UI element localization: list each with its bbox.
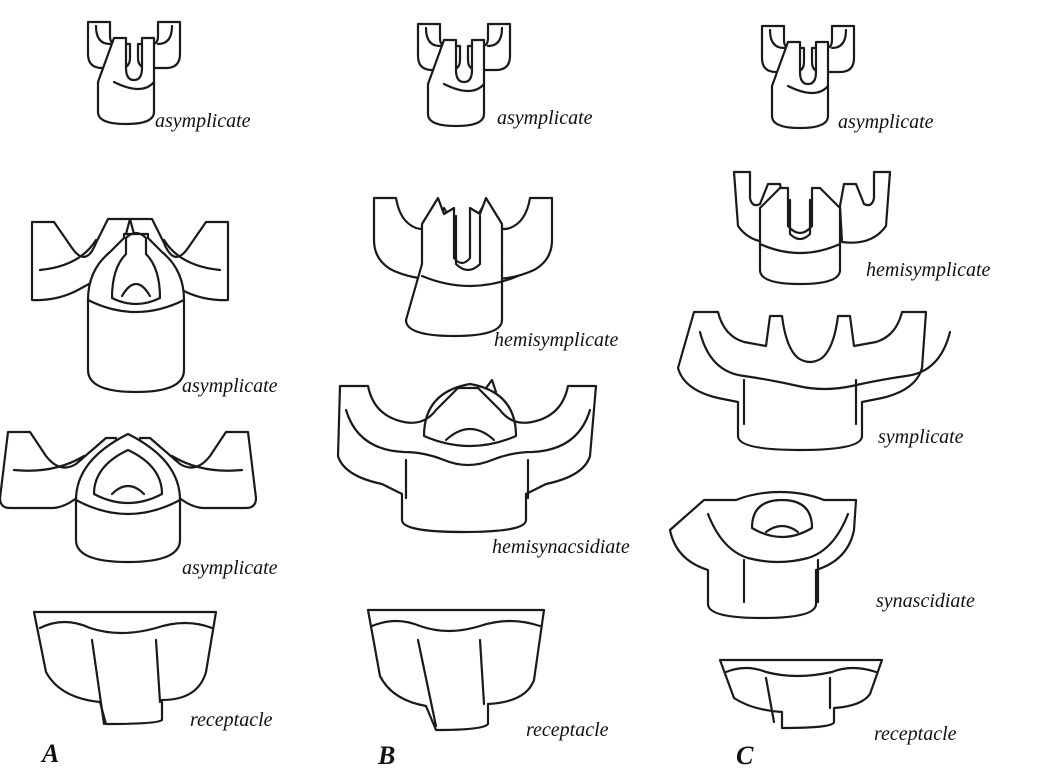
label-c-stage-4: synascidiate [876, 590, 975, 612]
label-a-receptacle: receptacle [190, 709, 273, 731]
diagram-a-stage-3 [0, 432, 256, 562]
column-letter-c: C [736, 741, 754, 770]
label-b-receptacle: receptacle [526, 719, 609, 741]
diagram-b-stage-2 [374, 198, 552, 336]
diagram-b-stage-3 [338, 380, 596, 532]
label-c-stage-2: hemisymplicate [866, 259, 991, 281]
label-b-stage-2: hemisymplicate [494, 329, 619, 351]
diagram-b-receptacle [368, 610, 544, 730]
diagram-c-receptacle [720, 660, 882, 728]
diagram-a-stage-1 [88, 22, 180, 124]
diagram-a-receptacle [34, 612, 216, 724]
column-letter-a: A [40, 739, 59, 768]
column-a: asymplicate asymplicate asymplicate [0, 22, 278, 768]
label-b-stage-3: hemisynacsidiate [492, 536, 630, 558]
diagram-a-stage-2 [32, 219, 228, 392]
column-letter-b: B [377, 741, 395, 770]
label-a-stage-3: asymplicate [182, 557, 278, 579]
label-c-stage-3: symplicate [878, 426, 964, 448]
column-b: asymplicate hemisymplicate hemisynacsidi… [338, 24, 630, 770]
column-c: asymplicate hemisymplicate symplicate [670, 26, 991, 770]
label-a-stage-1: asymplicate [155, 110, 251, 132]
label-a-stage-2: asymplicate [182, 375, 278, 397]
label-b-stage-1: asymplicate [497, 107, 593, 129]
label-c-stage-1: asymplicate [838, 111, 934, 133]
diagram-c-stage-4 [670, 492, 856, 618]
label-c-receptacle: receptacle [874, 723, 957, 745]
